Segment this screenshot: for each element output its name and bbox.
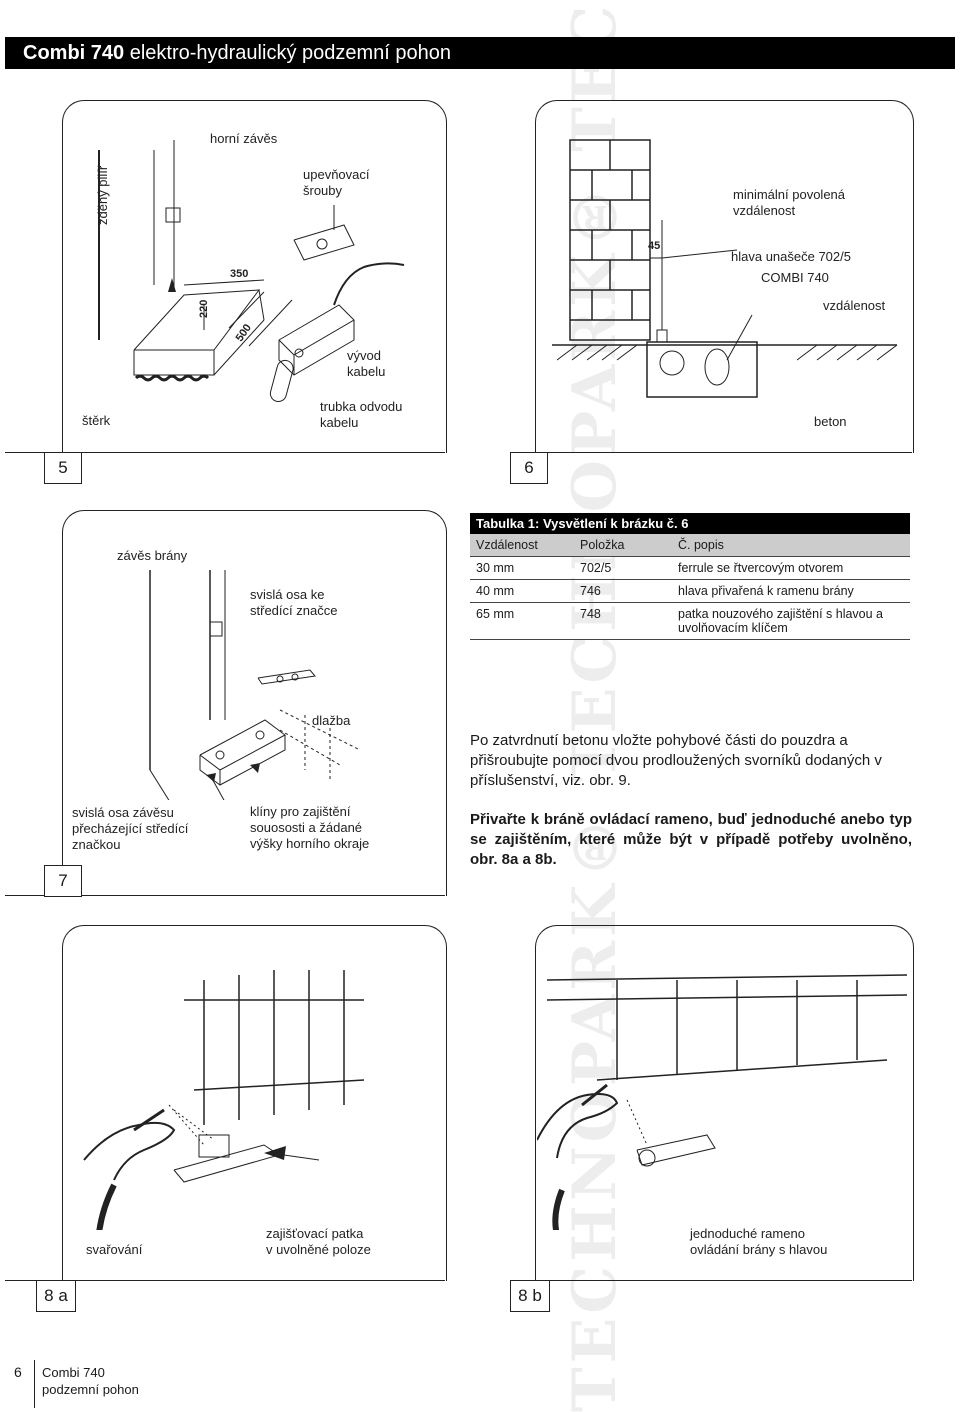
- table-cell: patka nouzového zajištění s hlavou a uvo…: [672, 602, 910, 640]
- label-kliny: klíny pro zajištění souososti a žádané v…: [250, 804, 370, 851]
- table-header-cell: Položka: [574, 534, 672, 557]
- table-cell: 702/5: [574, 556, 672, 580]
- table-vysvetleni: Tabulka 1: Vysvětlení k brázku č. 6 Vzdá…: [470, 513, 910, 640]
- header-title-bold: Combi 740: [23, 42, 125, 64]
- footer-title: Combi 740 podzemní pohon: [42, 1364, 139, 1398]
- figure-8b-panel: [535, 925, 914, 1281]
- label-trubka: trubka odvodu kabelu: [320, 399, 403, 430]
- table-cell: 746: [574, 579, 672, 603]
- figure-7-panel: [62, 510, 447, 896]
- label-sterk: štěrk: [82, 413, 111, 428]
- footer-divider: [34, 1360, 35, 1408]
- label-combi: COMBI 740: [761, 270, 829, 285]
- label-vyvod-kabelu: vývod kabelu: [347, 348, 386, 379]
- table-cell: ferrule se řtvercovým otvorem: [672, 556, 910, 580]
- table-caption: Tabulka 1: Vysvětlení k brázku č. 6: [470, 513, 910, 534]
- paragraph-instrukce-1: Po zatvrdnutí betonu vložte pohybové čás…: [470, 732, 882, 789]
- footer-line-2: podzemní pohon: [42, 1382, 139, 1397]
- header-title-rest: elektro-hydraulický podzemní pohon: [124, 42, 452, 64]
- label-dim-45: 45: [648, 240, 661, 252]
- figure-8b-drawing: [537, 974, 908, 1230]
- figure-8a-number: 8 a: [36, 1280, 76, 1312]
- figure-5-panel: [62, 100, 447, 453]
- figure-5-drawing: [98, 140, 405, 403]
- footer-line-1: Combi 740: [42, 1365, 105, 1380]
- label-hlava: hlava unašeče 702/5: [731, 249, 851, 264]
- label-dim-220: 220: [198, 299, 210, 318]
- label-vzdalenost: vzdálenost: [823, 298, 886, 313]
- label-horni-zaves: horní závěs: [210, 131, 278, 146]
- figure-6-panel: [535, 100, 914, 453]
- figure-7-number: 7: [44, 865, 82, 897]
- figure-8b-number: 8 b: [510, 1280, 550, 1312]
- table-cell: hlava přivařená k ramenu brány: [672, 579, 910, 603]
- table-cell: 65 mm: [470, 602, 574, 640]
- table-cell: 748: [574, 602, 672, 640]
- figure-5-number: 5: [44, 452, 82, 484]
- label-zaves-brany: závěs brány: [117, 548, 188, 563]
- table-cell: 30 mm: [470, 556, 574, 580]
- figure-6-drawing: [552, 139, 898, 398]
- page-number: 6: [14, 1364, 22, 1380]
- label-upevnovaci-srouby: upevňovací šrouby: [303, 167, 370, 198]
- label-zdeny-pilir: zděný pilíř: [95, 165, 110, 225]
- label-beton: beton: [814, 414, 847, 429]
- figure-8a-panel: [62, 925, 447, 1281]
- label-dlazba: dlažba: [312, 713, 351, 728]
- page-header: Combi 740 elektro-hydraulický podzemní p…: [5, 37, 955, 69]
- label-zajistovaci-patka: zajišťovací patka v uvolněné poloze: [266, 1226, 371, 1257]
- label-svisla-osa: svislá osa ke středící značce: [250, 587, 338, 618]
- figure-7-drawing: [149, 570, 361, 800]
- label-jednoduche-rameno: jednoduché rameno ovládání brány s hlavo…: [690, 1226, 828, 1257]
- figure-8a-drawing: [83, 970, 365, 1230]
- label-dim-350: 350: [230, 268, 249, 280]
- figure-6-number: 6: [510, 452, 548, 484]
- label-min-vzdalenost: minimální povolená vzdálenost: [733, 187, 846, 218]
- table-header-cell: Vzdálenost: [470, 534, 574, 557]
- paragraph-instrukce-2: Přivařte k bráně ovládací rameno, buď je…: [470, 811, 912, 868]
- table-row: 40 mm 746 hlava přivařená k ramenu brány: [470, 579, 910, 603]
- table-cell: 40 mm: [470, 579, 574, 603]
- label-svarovani: svařování: [86, 1242, 143, 1257]
- table-row: 65 mm 748 patka nouzového zajištění s hl…: [470, 602, 910, 640]
- table-header-cell: Č. popis: [672, 534, 910, 557]
- label-svisla-osa-zavesu: svislá osa závěsu přecházející středící …: [72, 805, 189, 852]
- table-row: 30 mm 702/5 ferrule se řtvercovým otvore…: [470, 556, 910, 580]
